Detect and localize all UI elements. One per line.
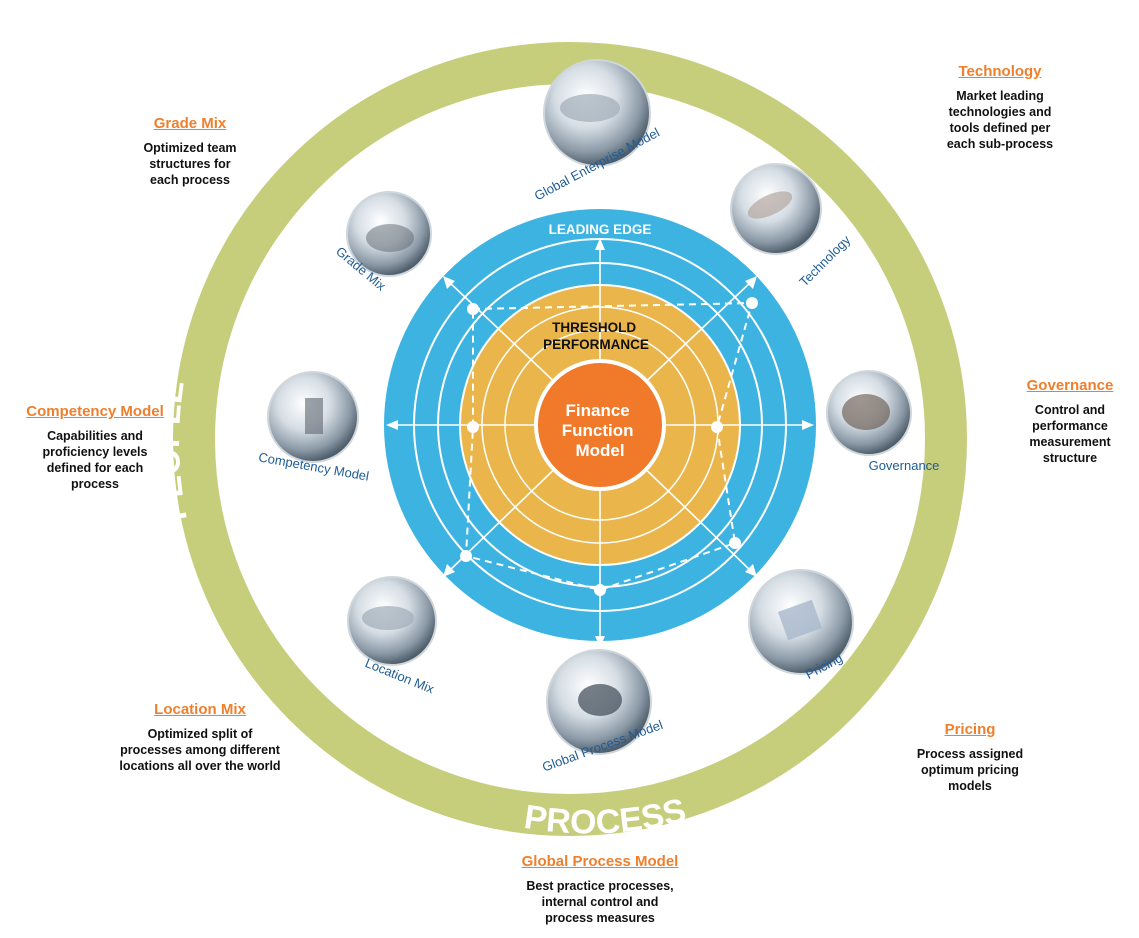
callout-desc: Control and performance measurement stru… bbox=[1029, 403, 1111, 465]
node-governance: Governance bbox=[826, 370, 940, 473]
callout-title[interactable]: Competency Model bbox=[26, 403, 164, 420]
callout-desc: Best practice processes, internal contro… bbox=[526, 879, 674, 925]
threshold-label: THRESHOLD PERFORMANCE bbox=[543, 320, 649, 352]
performance-polygon bbox=[464, 301, 754, 592]
hands-device-icon bbox=[747, 191, 793, 219]
callout-title[interactable]: Governance bbox=[1026, 377, 1114, 394]
callout-title[interactable]: Technology bbox=[958, 63, 1042, 80]
callout-title[interactable]: Grade Mix bbox=[153, 115, 227, 132]
callout-pricing: Pricing Process assigned optimum pricing… bbox=[875, 720, 1065, 794]
node-location-mix: Location Mix bbox=[347, 576, 437, 697]
node-competency-model: Competency Model bbox=[257, 371, 370, 484]
callout-title[interactable]: Location Mix bbox=[154, 701, 246, 718]
performance-points bbox=[460, 297, 758, 596]
callout-governance: Governance Control and performance measu… bbox=[1002, 376, 1138, 466]
center-label: Finance Function Model bbox=[562, 401, 639, 460]
calculator-icon bbox=[777, 599, 823, 641]
callout-location-mix: Location Mix Optimized split of processe… bbox=[80, 700, 320, 774]
businessman-icon bbox=[305, 398, 323, 434]
node-global-process-model: Global Process Model bbox=[540, 649, 665, 775]
mouse-icon bbox=[578, 684, 622, 716]
callout-grade-mix: Grade Mix Optimized team structures for … bbox=[95, 114, 285, 188]
center-circle bbox=[534, 359, 666, 491]
callout-title[interactable]: Pricing bbox=[944, 721, 996, 738]
callout-competency-model: Competency Model Capabilities and profic… bbox=[0, 402, 190, 492]
node-label-governance: Governance bbox=[869, 458, 940, 473]
world-map-icon bbox=[362, 606, 414, 630]
callout-desc: Optimized split of processes among diffe… bbox=[119, 727, 281, 773]
callout-desc: Process assigned optimum pricing models bbox=[916, 747, 1024, 793]
world-map-icon bbox=[560, 94, 620, 122]
callout-desc: Market leading technologies and tools de… bbox=[946, 89, 1054, 151]
axis-arrowheads bbox=[386, 238, 814, 648]
handshake-icon bbox=[842, 394, 890, 430]
leading-edge-label: LEADING EDGE bbox=[549, 222, 652, 237]
callout-desc: Optimized team structures for each proce… bbox=[143, 141, 237, 187]
callout-desc: Capabilities and proficiency levels defi… bbox=[42, 429, 148, 491]
callout-title[interactable]: Global Process Model bbox=[521, 853, 679, 870]
callout-technology: Technology Market leading technologies a… bbox=[905, 62, 1095, 152]
node-grade-mix: Grade Mix bbox=[333, 191, 432, 294]
outer-ring bbox=[173, 42, 967, 836]
callout-global-process-model: Global Process Model Best practice proce… bbox=[490, 852, 710, 926]
node-pricing: Pricing bbox=[748, 569, 854, 682]
team-meeting-icon bbox=[366, 224, 414, 252]
